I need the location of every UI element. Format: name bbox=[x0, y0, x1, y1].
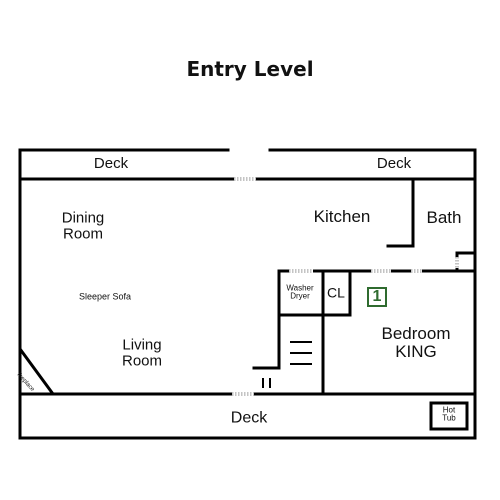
washer-line: Washer bbox=[286, 283, 314, 293]
stairs bbox=[290, 341, 312, 365]
floor-title: Entry Level bbox=[186, 57, 314, 81]
door-openings bbox=[232, 176, 460, 397]
closet-label: CL bbox=[327, 284, 345, 301]
kitchen-label: Kitchen bbox=[313, 207, 371, 227]
living-room-label: Living Room bbox=[122, 337, 162, 369]
living-line-2: Room bbox=[121, 352, 163, 369]
sleeper-sofa-label: Sleeper Sofa bbox=[78, 291, 132, 302]
dining-room-label: Dining Room bbox=[62, 210, 105, 242]
bedroom-label: Bedroom KING bbox=[382, 325, 451, 361]
hot-tub-box bbox=[429, 401, 469, 431]
bedroom-line-2: KING bbox=[395, 342, 437, 361]
door-hatches bbox=[232, 177, 459, 396]
dryer-line: Dryer bbox=[290, 292, 310, 301]
bedroom-line-1: Bedroom bbox=[381, 324, 451, 344]
deck-top-right-label: Deck bbox=[376, 155, 412, 173]
bath-label: Bath bbox=[426, 208, 462, 228]
deck-top-left-label: Deck bbox=[93, 155, 129, 173]
dining-line-2: Room bbox=[62, 225, 103, 242]
stair-marks bbox=[262, 378, 271, 388]
bedroom-number-badge: 1 bbox=[367, 287, 387, 307]
fireplace-shape bbox=[18, 344, 56, 396]
hot-tub-line-2: Tub bbox=[442, 414, 456, 423]
deck-bottom-label: Deck bbox=[230, 409, 268, 427]
hot-tub-label: Hot Tub bbox=[442, 405, 456, 424]
washer-dryer-label: Washer Dryer bbox=[286, 283, 314, 302]
hot-tub-line-1: Hot bbox=[442, 405, 456, 415]
dining-line-1: Dining bbox=[61, 209, 105, 227]
living-line-1: Living bbox=[122, 336, 162, 354]
